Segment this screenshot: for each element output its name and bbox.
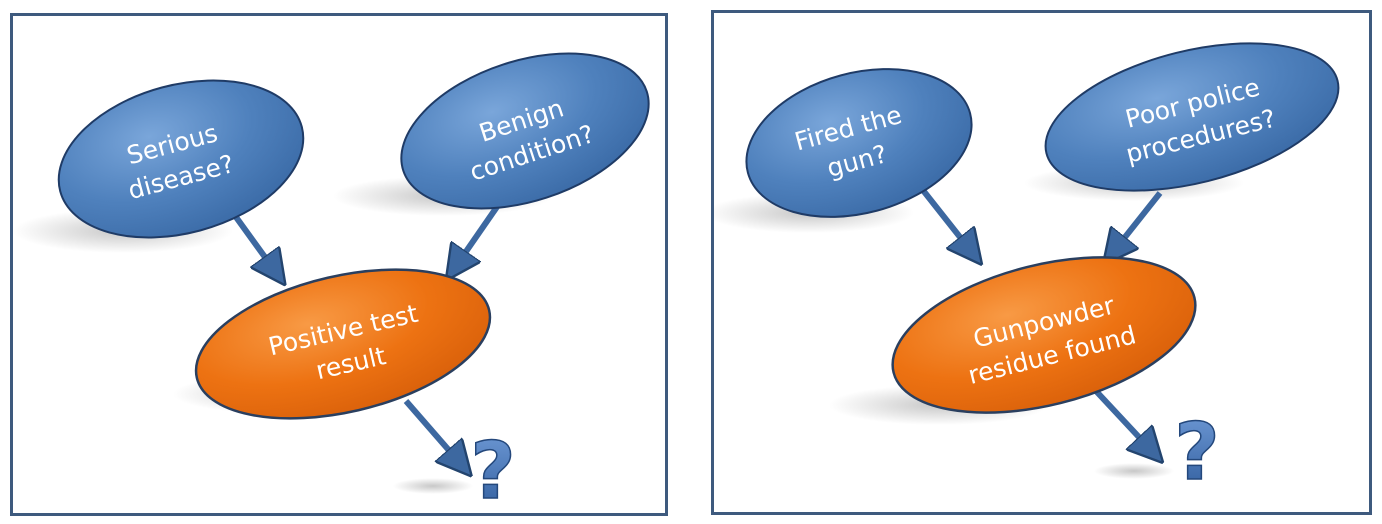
arrow-hypothesis-to-evidence: [456, 199, 504, 266]
hypothesis-node: Fired the gun?: [745, 68, 973, 218]
evidence-ellipse: [891, 256, 1197, 414]
panel-right-scene: Fired the gun? Poor police procedures? G…: [714, 42, 1340, 499]
question-mark-icon: ?: [470, 427, 515, 513]
diagram-panel-medical-test: Serious disease? Benign condition? Posit…: [10, 13, 668, 516]
hypothesis-node: Serious disease?: [57, 79, 305, 239]
hypothesis-ellipse: [57, 79, 305, 239]
arrow-evidence-to-question: [403, 399, 460, 463]
question-shadow: [1094, 463, 1174, 479]
arrow-hypothesis-to-evidence: [1114, 191, 1163, 251]
arrow-evidence-to-question: [1093, 388, 1151, 450]
panel-left-scene: Serious disease? Benign condition? Posit…: [13, 52, 650, 513]
hypothesis-ellipse: [1044, 42, 1340, 192]
hypothesis-node: Benign condition?: [400, 52, 650, 210]
question-mark-icon: ?: [1174, 408, 1219, 498]
evidence-node: Positive test result: [194, 268, 492, 420]
diagram-panel-gunpowder: Fired the gun? Poor police procedures? G…: [711, 10, 1372, 515]
arrow-hypothesis-to-evidence: [919, 187, 971, 251]
evidence-ellipse: [194, 268, 492, 420]
hypothesis-node: Poor police procedures?: [1044, 42, 1340, 192]
hypothesis-ellipse: [400, 52, 650, 210]
hypothesis-ellipse: [745, 68, 973, 218]
question-shadow: [393, 478, 473, 494]
evidence-node: Gunpowder residue found: [891, 256, 1197, 414]
